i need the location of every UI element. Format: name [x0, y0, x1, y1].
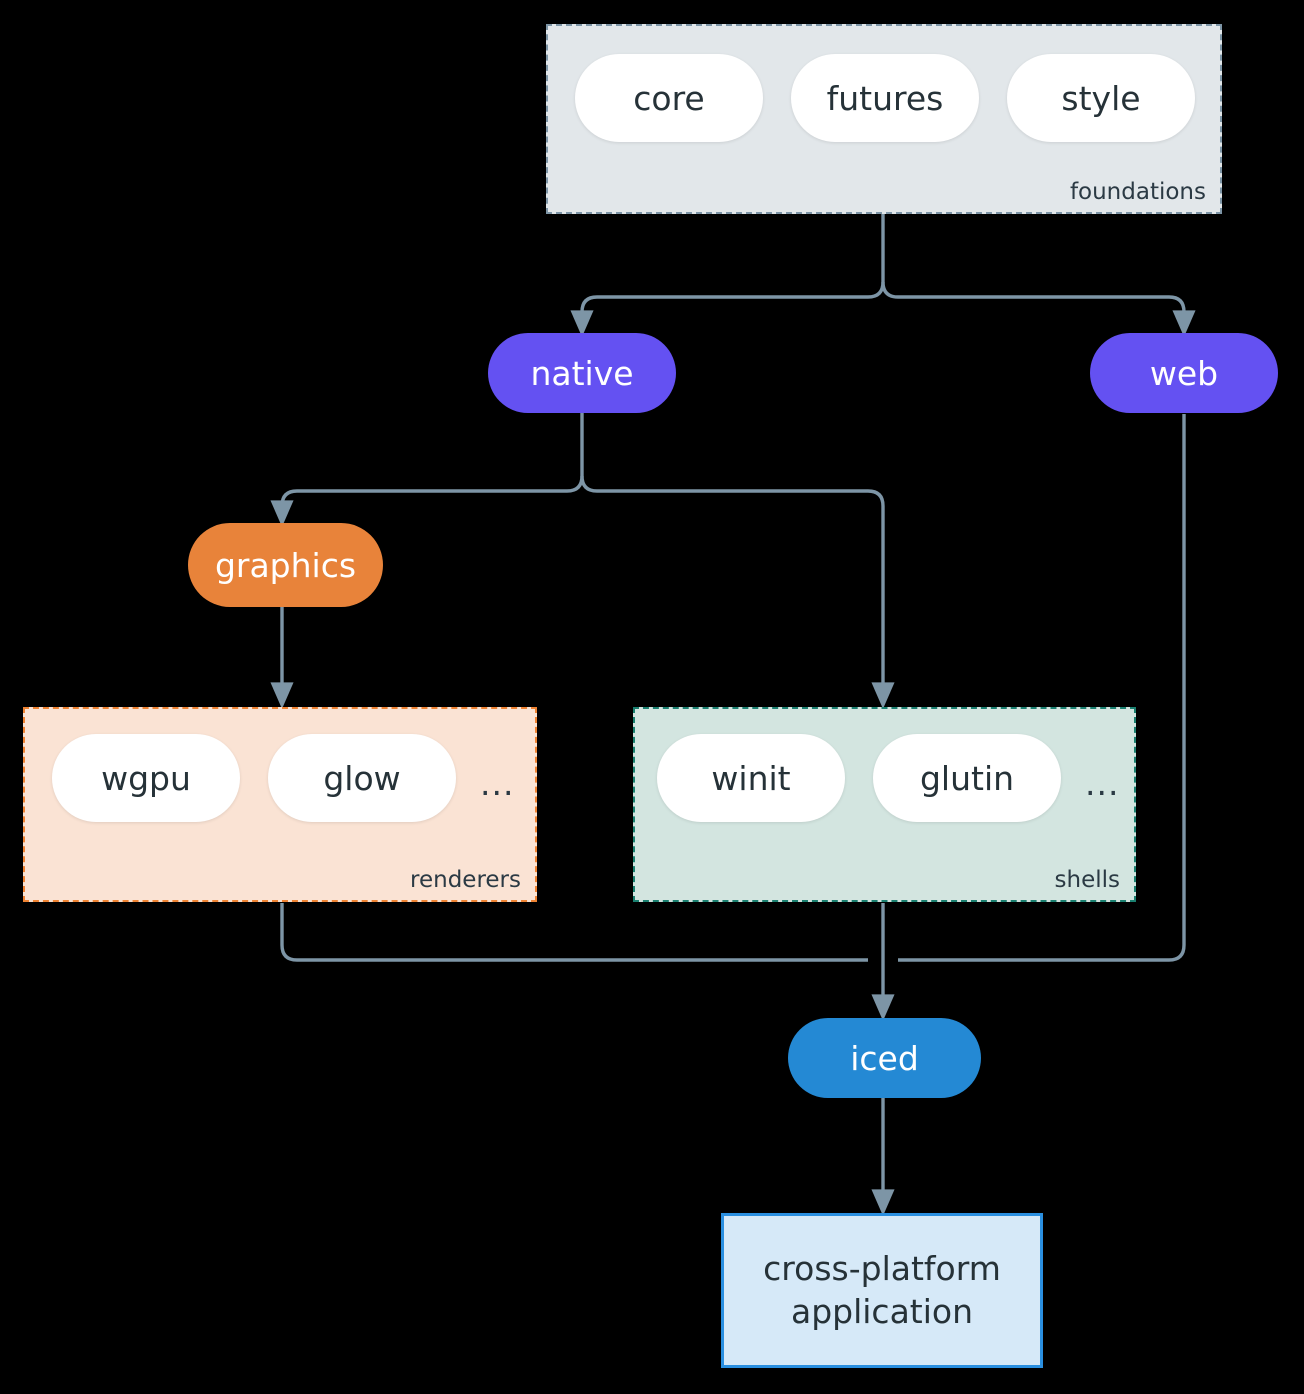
application-line-1: cross-platform: [763, 1249, 1001, 1289]
node-core[interactable]: core: [575, 54, 763, 142]
edge-native-to-graphics: [270, 475, 584, 527]
node-web[interactable]: web: [1090, 333, 1278, 413]
node-iced[interactable]: iced: [788, 1018, 981, 1098]
renderers-ellipsis: ...: [480, 764, 515, 803]
group-label-shells: shells: [1054, 867, 1120, 893]
group-label-renderers: renderers: [410, 867, 521, 893]
node-cross-platform-application[interactable]: cross-platform application: [721, 1213, 1043, 1368]
edge-web-to-iced: [898, 414, 1186, 962]
node-wgpu[interactable]: wgpu: [52, 734, 240, 822]
group-foundations: core futures style foundations: [546, 24, 1222, 214]
group-label-foundations: foundations: [1069, 179, 1206, 205]
edge-renderers-to-iced: [280, 903, 868, 962]
node-winit[interactable]: winit: [657, 734, 845, 822]
edge-native-to-shells: [580, 475, 895, 709]
node-graphics[interactable]: graphics: [188, 523, 383, 607]
shells-ellipsis: ...: [1085, 764, 1120, 803]
node-glow[interactable]: glow: [268, 734, 456, 822]
node-futures[interactable]: futures: [791, 54, 979, 142]
edge-foundations-to-web: [881, 281, 1196, 337]
node-native[interactable]: native: [488, 333, 676, 413]
node-glutin[interactable]: glutin: [873, 734, 1061, 822]
edge-foundations-to-native: [570, 281, 885, 337]
group-renderers: wgpu glow ... renderers: [23, 707, 537, 902]
group-shells: winit glutin ... shells: [633, 707, 1136, 902]
node-style[interactable]: style: [1007, 54, 1195, 142]
application-line-2: application: [790, 1291, 974, 1331]
